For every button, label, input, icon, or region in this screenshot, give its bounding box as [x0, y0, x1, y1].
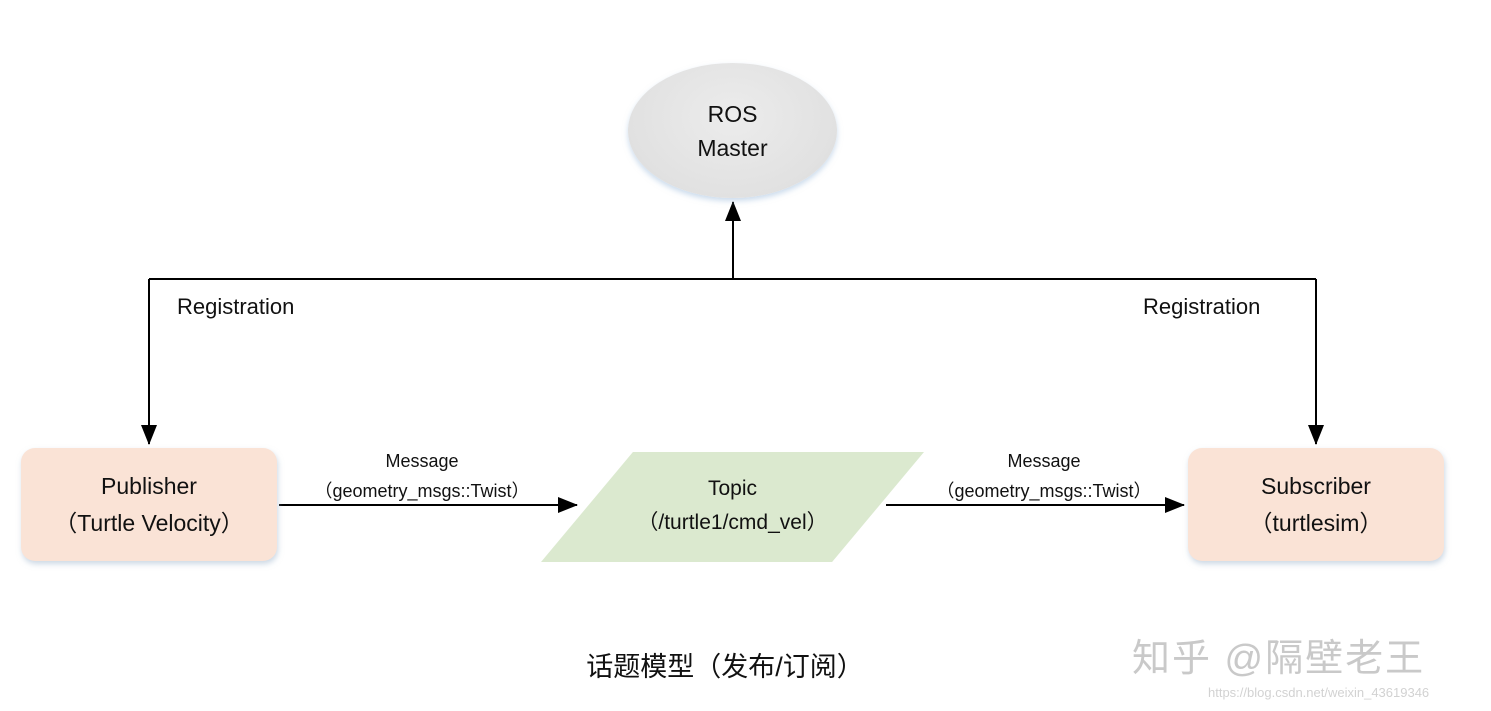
topic-subtitle: （/turtle1/cmd_vel） — [637, 511, 828, 534]
registration-label-left: Registration — [177, 294, 295, 319]
source-url-watermark: https://blog.csdn.net/weixin_43619346 — [1208, 685, 1430, 700]
message-left-title: Message — [385, 451, 459, 471]
diagram-caption: 话题模型（发布/订阅） — [586, 652, 864, 682]
topic-title: Topic — [707, 477, 758, 500]
message-label-right: Message （geometry_msgs::Twist） — [894, 446, 1194, 506]
subscriber-node: Subscriber （turtlesim） — [1188, 448, 1444, 561]
publisher-title: Publisher — [101, 472, 197, 499]
message-right-type: （geometry_msgs::Twist） — [936, 481, 1152, 501]
ros-master-line1: ROS — [707, 100, 758, 127]
zhihu-watermark: 知乎 @隔壁老王 — [1132, 638, 1426, 680]
publisher-subtitle: （Turtle Velocity） — [54, 509, 244, 536]
subscriber-title: Subscriber — [1261, 472, 1371, 499]
message-right-title: Message — [1007, 451, 1081, 471]
topic-node: Topic （/turtle1/cmd_vel） — [560, 470, 905, 542]
ros-master-line2: Master — [697, 134, 768, 161]
publisher-node: Publisher （Turtle Velocity） — [21, 448, 277, 561]
message-left-type: （geometry_msgs::Twist） — [314, 481, 530, 501]
subscriber-subtitle: （turtlesim） — [1249, 509, 1383, 536]
message-label-left: Message （geometry_msgs::Twist） — [272, 446, 572, 506]
ros-master-node: ROS Master — [628, 63, 837, 198]
registration-label-right: Registration — [1143, 294, 1261, 319]
